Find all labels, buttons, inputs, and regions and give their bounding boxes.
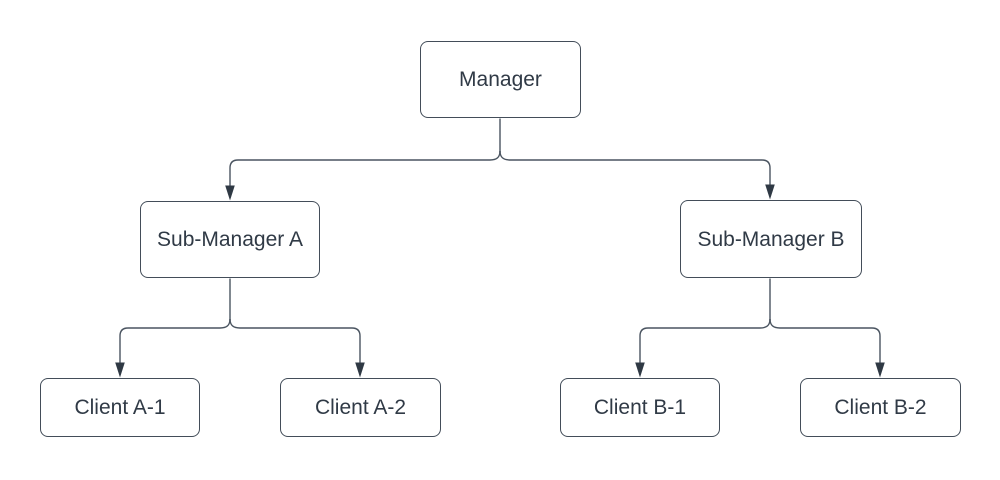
connector-manager-sub-a <box>229 150 501 186</box>
node-sub-manager-b-label: Sub-Manager B <box>697 227 845 251</box>
node-sub-manager-a-label: Sub-Manager A <box>157 228 303 251</box>
node-manager-label: Manager <box>459 68 542 91</box>
node-client-b1[interactable]: Client B-1 <box>560 378 720 437</box>
connector-sub-b-client-b2 <box>769 318 881 363</box>
node-client-a1-label: Client A-1 <box>74 396 166 419</box>
node-client-b2-label: Client B-2 <box>834 396 927 419</box>
connector-manager-sub-b <box>499 150 771 185</box>
node-client-a2-label: Client A-2 <box>314 396 407 419</box>
arrowhead-client-a2 <box>355 362 365 378</box>
connector-sub-a-branch <box>115 278 365 378</box>
connector-manager-branch <box>225 118 775 201</box>
arrowhead-sub-b <box>765 184 775 200</box>
connector-sub-b-branch <box>635 278 885 378</box>
node-manager[interactable]: Manager <box>420 41 581 118</box>
node-client-b1-label: Client B-1 <box>593 396 687 419</box>
arrowhead-client-a1 <box>115 362 125 378</box>
arrowhead-client-b1 <box>635 362 645 378</box>
arrowhead-sub-a <box>225 185 235 201</box>
node-client-a2[interactable]: Client A-2 <box>280 378 441 437</box>
connector-sub-a-client-a1 <box>119 318 231 363</box>
node-client-b2[interactable]: Client B-2 <box>800 378 961 437</box>
connector-sub-b-client-b1 <box>639 318 771 363</box>
node-client-a1[interactable]: Client A-1 <box>40 378 200 437</box>
arrowhead-client-b2 <box>875 362 885 378</box>
node-sub-manager-a[interactable]: Sub-Manager A <box>140 201 320 278</box>
connector-sub-a-client-a2 <box>229 318 361 363</box>
node-sub-manager-b[interactable]: Sub-Manager B <box>680 200 862 278</box>
